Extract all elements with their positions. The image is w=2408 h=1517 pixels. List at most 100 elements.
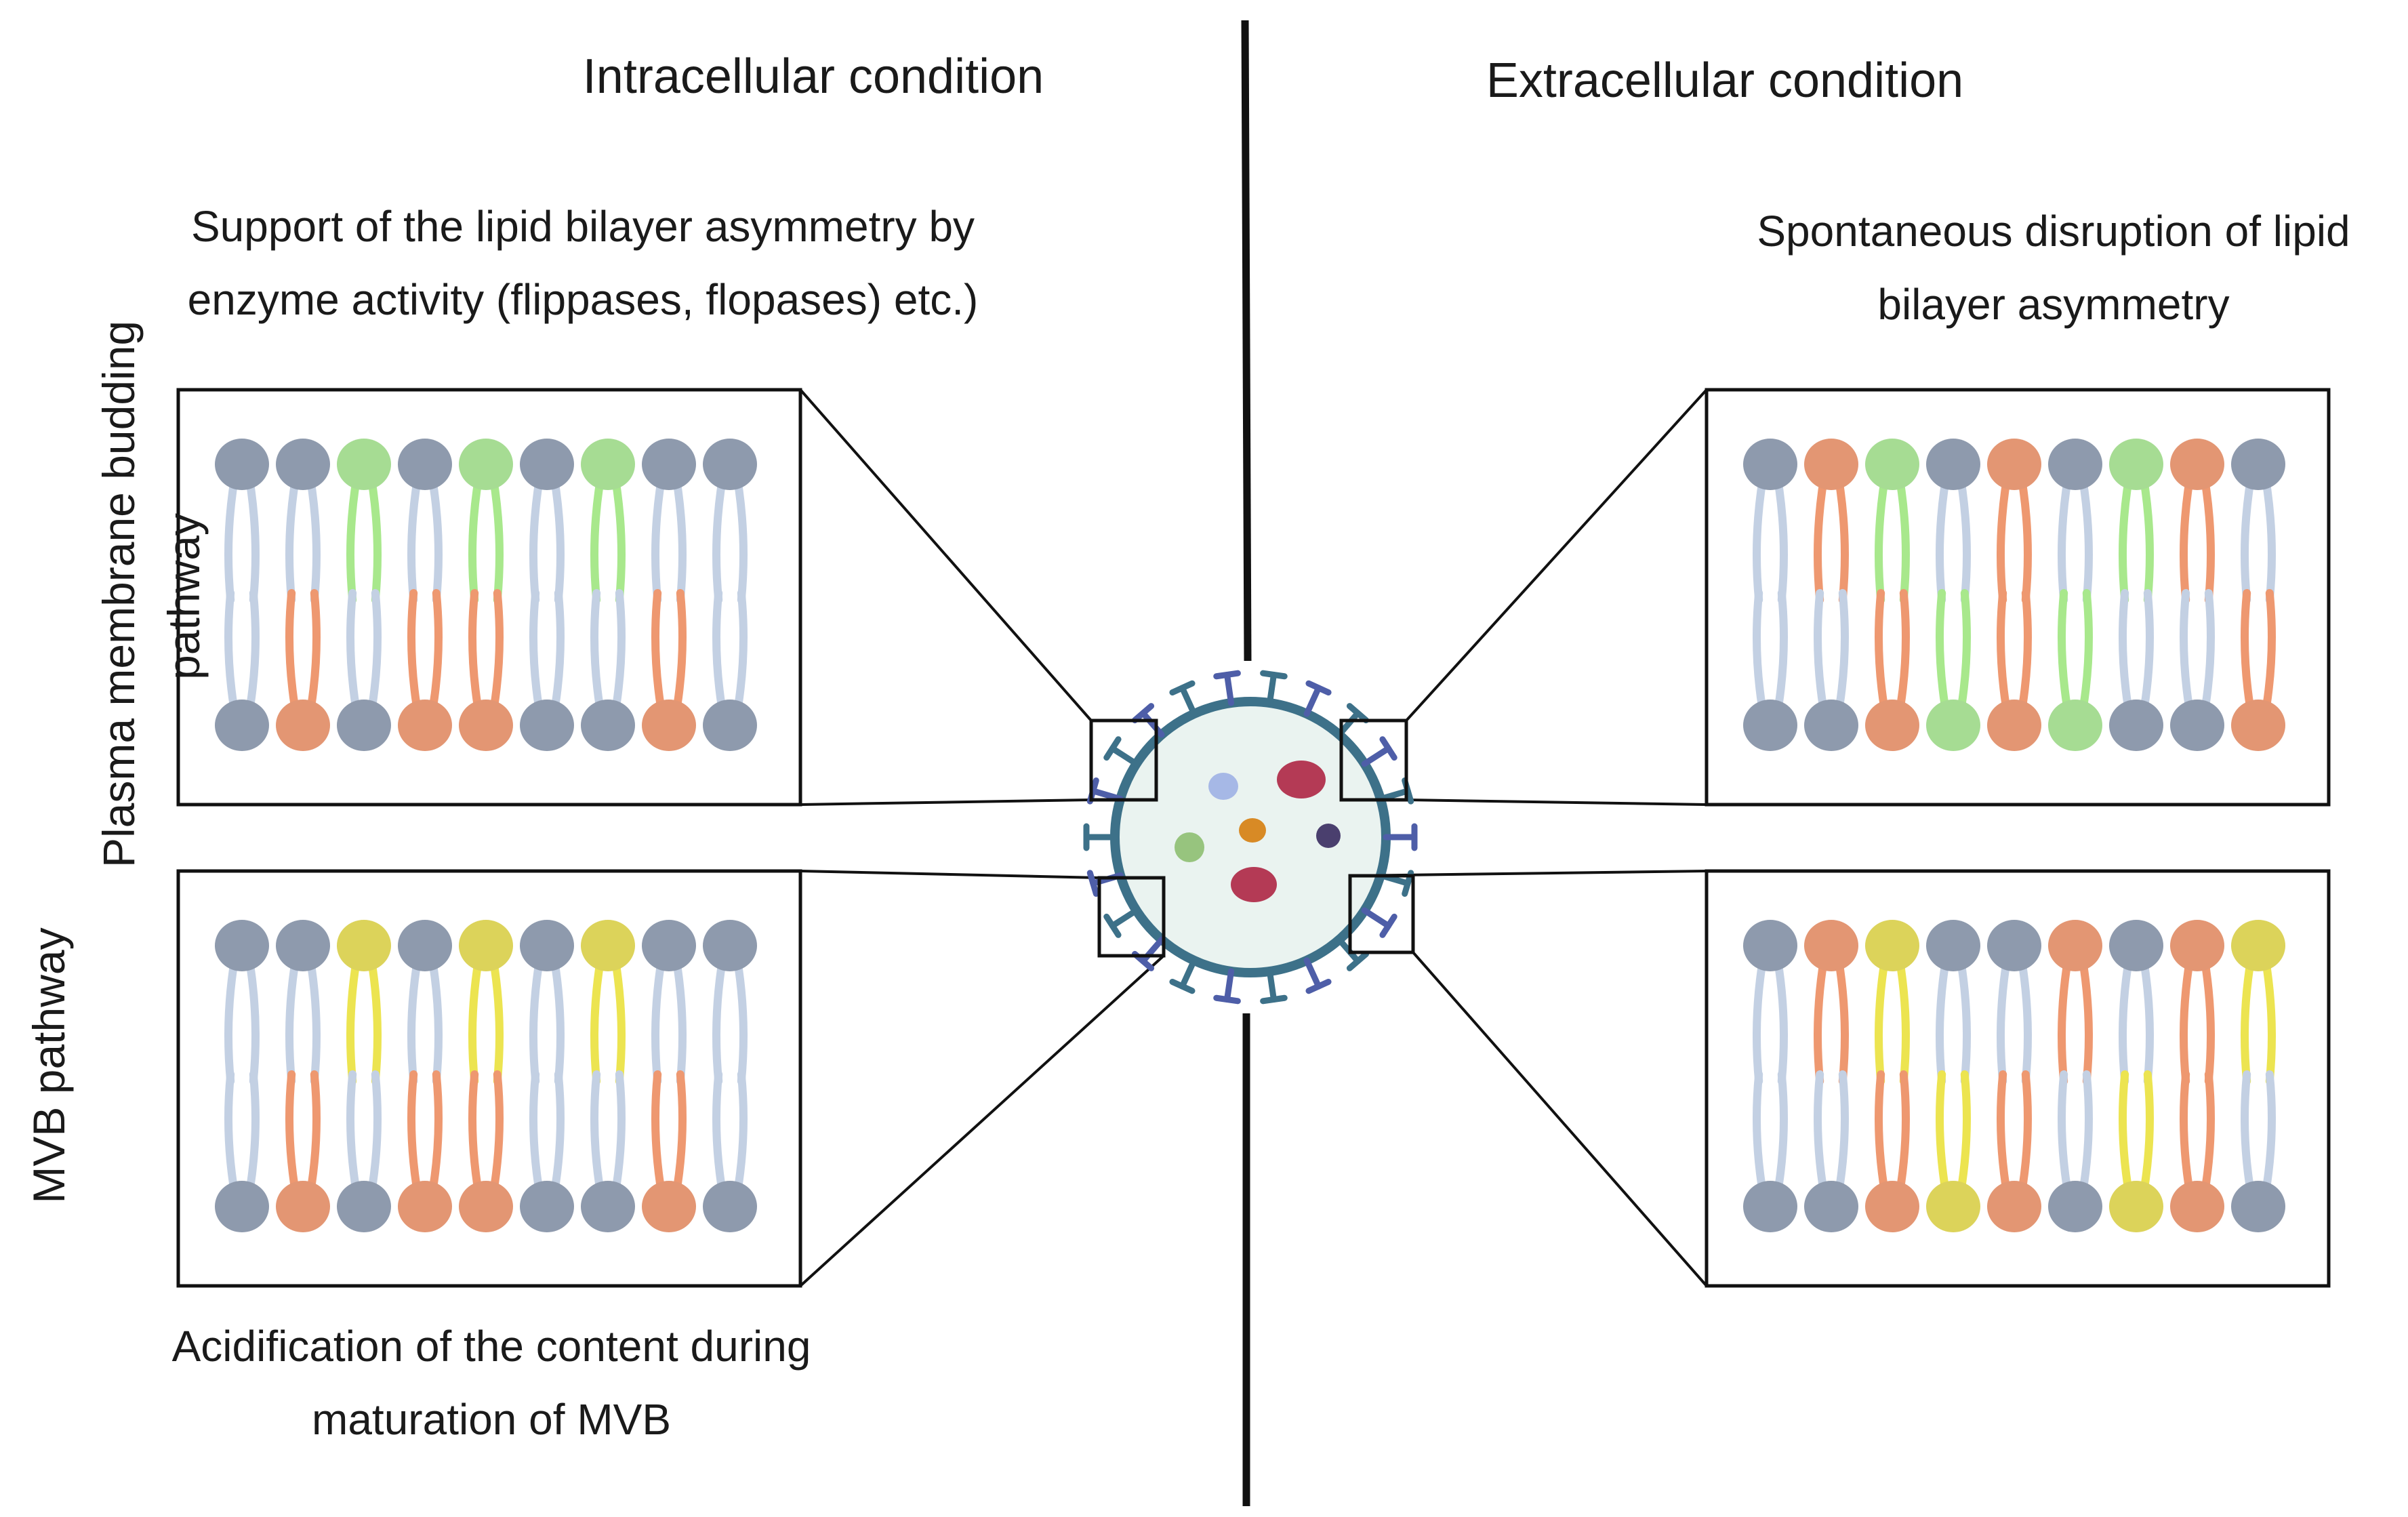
lipid-head: [581, 1181, 635, 1232]
lipid-head: [1865, 700, 1919, 751]
lipid-head: [459, 700, 513, 751]
lipid-head: [1804, 700, 1858, 751]
lipid-head: [642, 700, 696, 751]
lipid-gray: [1743, 920, 1797, 1085]
lipid-head: [215, 439, 269, 490]
surface-receptor: [1361, 907, 1397, 938]
lipid-orange: [1987, 589, 2041, 751]
surface-receptor: [1083, 823, 1118, 851]
lipid-head: [703, 439, 757, 490]
caption-acidification: Acidification of the content during matu…: [115, 1310, 868, 1456]
lipid-head: [2231, 700, 2285, 751]
label-plasma-membrane-pathway: Plasma membrane budding pathway: [86, 321, 216, 868]
lipid-head: [520, 439, 574, 490]
lipid-orange: [398, 1070, 452, 1232]
zoom-squares: [1089, 719, 1415, 958]
lipid-head: [581, 439, 635, 490]
lipid-green: [459, 439, 513, 604]
lipid-gray: [703, 589, 757, 751]
lipid-head: [2231, 920, 2285, 971]
lipid-gray: [1743, 589, 1797, 751]
lipid-gray: [215, 439, 269, 604]
surface-receptor: [1383, 823, 1418, 851]
lipid-head: [459, 920, 513, 971]
lipid-head: [459, 439, 513, 490]
receptor-head: [1305, 680, 1332, 696]
caption-enzyme-support: Support of the lipid bilayer asymmetry b…: [102, 190, 1064, 336]
caption-line: Spontaneous disruption of lipid: [1757, 207, 2350, 256]
lipid-yellow: [459, 920, 513, 1085]
receptor-head: [1169, 978, 1196, 994]
lipid-gray: [2048, 1070, 2102, 1232]
lipid-gray: [2170, 589, 2224, 751]
lipid-gray: [520, 589, 574, 751]
lipid-orange: [1987, 439, 2041, 604]
lipid-green: [1865, 439, 1919, 604]
connector-line: [800, 798, 1092, 806]
lipid-gray: [1804, 1070, 1858, 1232]
lipid-head: [1926, 439, 1980, 490]
lipid-head: [1926, 920, 1980, 971]
lipid-gray: [581, 1070, 635, 1232]
lipid-orange: [1865, 589, 1919, 751]
caption-spontaneous-disruption: Spontaneous disruption of lipid bilayer …: [1715, 195, 2392, 341]
lipid-head: [1743, 439, 1797, 490]
connector-line: [1405, 388, 1708, 722]
lipid-head: [581, 700, 635, 751]
lipid-head: [1865, 439, 1919, 490]
lipid-head: [2109, 1181, 2163, 1232]
lipid-orange: [1804, 439, 1858, 604]
lipid-gray: [642, 920, 696, 1085]
receptor-stalk: [1361, 907, 1392, 929]
lipid-head: [642, 439, 696, 490]
heading-intracellular: Intracellular condition: [582, 49, 1044, 104]
lipid-head: [2048, 920, 2102, 971]
surface-receptor: [1131, 936, 1165, 971]
lipid-orange: [276, 1070, 330, 1232]
lipid-head: [2109, 920, 2163, 971]
receptor-stalk: [1140, 936, 1165, 965]
extracellular-vesicle: [1083, 670, 1418, 1005]
lipid-head: [581, 920, 635, 971]
lipid-head: [1926, 1181, 1980, 1232]
receptor-stalk: [1266, 968, 1277, 1003]
lipid-head: [1987, 1181, 2041, 1232]
lipid-yellow: [2109, 1070, 2163, 1232]
receptor-head: [1260, 994, 1288, 1005]
receptor-head: [1213, 994, 1241, 1005]
receptor-stalk: [1224, 671, 1235, 706]
lipid-gray: [276, 920, 330, 1085]
zoom-square-top-left: [1089, 719, 1158, 802]
receptor-head: [1260, 670, 1288, 680]
lipid-gray: [1743, 439, 1797, 604]
lipid-head: [337, 700, 391, 751]
lipid-head: [642, 920, 696, 971]
green-protein: [1175, 832, 1204, 862]
lipid-orange: [1865, 1070, 1919, 1232]
lipid-head: [215, 1181, 269, 1232]
receptor-stalk: [1109, 745, 1140, 767]
caption-line: bilayer asymmetry: [1877, 280, 2230, 329]
lipid-head: [2170, 1181, 2224, 1232]
lipid-gray: [703, 439, 757, 604]
lipid-head: [459, 1181, 513, 1232]
lipid-head: [1743, 920, 1797, 971]
red-protein: [1231, 867, 1277, 902]
lipid-head: [2170, 920, 2224, 971]
receptor-stalk: [1361, 745, 1392, 767]
zoom-square-bottom-left: [1097, 876, 1166, 958]
lipid-head: [276, 700, 330, 751]
lipid-head: [276, 920, 330, 971]
lipid-orange: [459, 589, 513, 751]
heading-extracellular: Extracellular condition: [1486, 54, 1964, 108]
lipid-head: [520, 1181, 574, 1232]
caption-line: Support of the lipid bilayer asymmetry b…: [190, 202, 975, 251]
lipid-gray: [703, 1070, 757, 1232]
receptor-head: [1305, 978, 1332, 994]
lipid-head: [1865, 1181, 1919, 1232]
lipid-gray: [215, 1070, 269, 1232]
lipid-yellow: [581, 920, 635, 1085]
lipid-head: [520, 920, 574, 971]
lipid-head: [1804, 1181, 1858, 1232]
